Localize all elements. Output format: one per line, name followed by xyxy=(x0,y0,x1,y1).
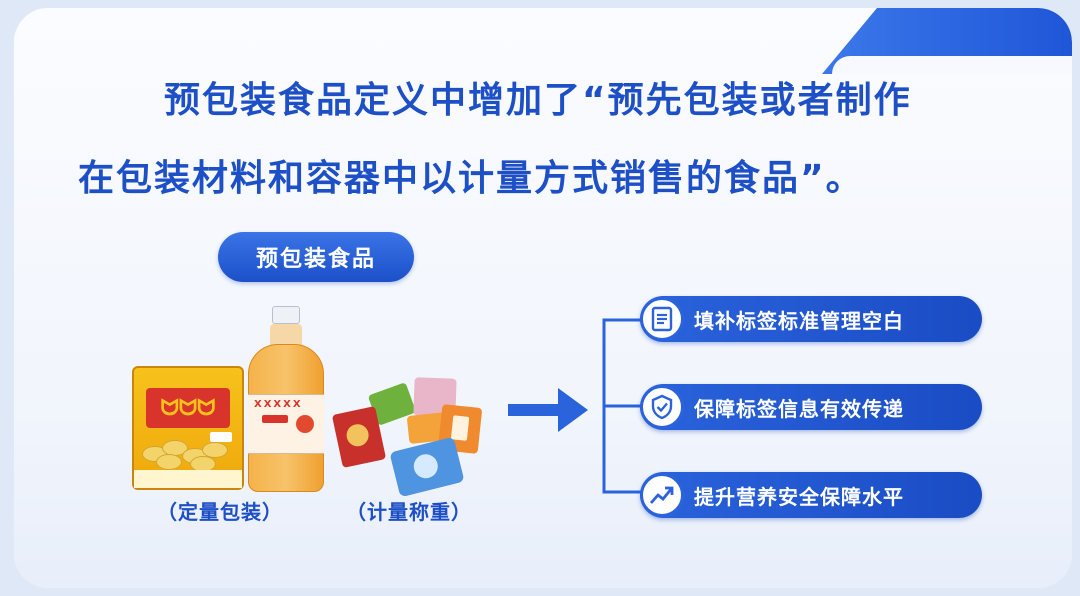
trend-up-icon xyxy=(640,473,684,517)
benefit-label: 保障标签信息有效传递 xyxy=(694,396,904,421)
benefit-label: 填补标签标准管理空白 xyxy=(694,308,904,333)
bottle-label-bar xyxy=(262,415,288,423)
headline-line-2: 在包装材料和容器中以计量方式销售的食品”。 xyxy=(78,158,864,199)
benefit-item: 保障标签信息有效传递 xyxy=(640,384,982,430)
document-icon xyxy=(640,297,684,341)
headline: 预包装食品定义中增加了“预先包装或者制作 在包装材料和容器中以计量方式销售的食品… xyxy=(78,76,1038,204)
apple-icon xyxy=(296,415,314,433)
headline-line-1: 预包装食品定义中增加了“预先包装或者制作 xyxy=(164,80,912,121)
benefit-label: 提升营养安全保障水平 xyxy=(694,484,904,509)
bag-badge xyxy=(210,432,232,442)
bottle-label-text: XXXXX xyxy=(254,399,303,410)
chips-illustration xyxy=(142,436,238,472)
bag-logo: ᗢᗢᗢ xyxy=(146,388,230,428)
chip-bag-illustration: ᗢᗢᗢ xyxy=(132,366,244,490)
bottle-label: XXXXX xyxy=(248,394,324,454)
weighed-package-label: （计量称重） xyxy=(346,500,472,524)
bracket-connector xyxy=(602,318,644,494)
category-pill: 预包装食品 xyxy=(218,232,414,282)
benefit-item: 提升营养安全保障水平 xyxy=(640,472,982,518)
fixed-package-label: （定量包装） xyxy=(157,500,283,524)
corner-decoration xyxy=(822,8,1072,74)
bag-info-strip xyxy=(134,470,242,488)
bottle-cap xyxy=(272,306,300,324)
right-arrow-icon xyxy=(508,388,588,432)
shield-check-icon xyxy=(640,385,684,429)
juice-bottle-illustration: XXXXX xyxy=(246,306,326,492)
benefit-item: 填补标签标准管理空白 xyxy=(640,296,982,342)
